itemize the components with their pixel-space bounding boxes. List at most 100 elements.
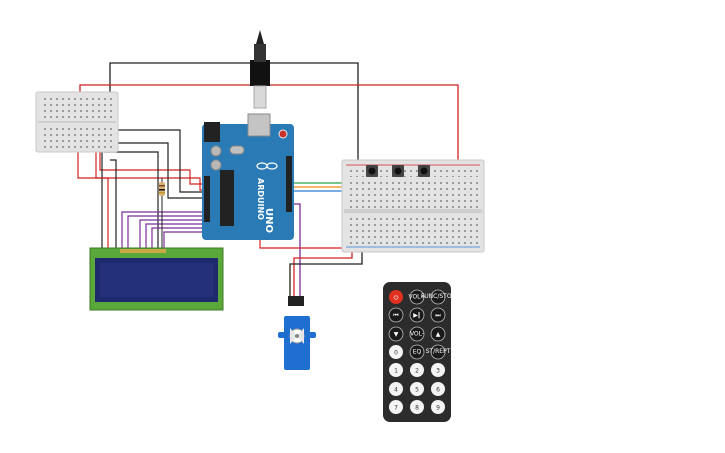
remote-button-2[interactable]: FUNC/STOP — [421, 289, 456, 305]
remote-button-5[interactable]: ⏭ — [430, 307, 446, 323]
wire-red-left-2 — [99, 140, 205, 185]
wire-servo-gnd — [289, 246, 363, 296]
remote-button-12[interactable]: 1 — [389, 363, 403, 377]
remote-button-shape[interactable] — [410, 363, 424, 377]
resistor — [159, 182, 165, 196]
remote-button-shape[interactable] — [410, 382, 424, 396]
remote-button-label: 3 — [436, 368, 440, 375]
wire-black-left — [112, 129, 205, 193]
remote-button-shape[interactable] — [389, 382, 403, 396]
remote-button-3[interactable]: ⏮ — [388, 307, 404, 323]
remote-button-label: 2 — [415, 368, 419, 375]
remote-button-1[interactable]: VOL+ — [408, 289, 426, 305]
remote-button-7[interactable]: VOL- — [409, 326, 425, 342]
remote-button-shape[interactable] — [409, 326, 425, 342]
remote-button-label: ⏮ — [393, 312, 399, 319]
wire-lcd-gnd-2 — [110, 159, 117, 252]
remote-button-15[interactable]: 4 — [389, 382, 403, 396]
remote-button-shape[interactable] — [430, 307, 446, 323]
remote-button-14[interactable]: 3 — [431, 363, 445, 377]
ir-sensor-cable — [250, 30, 270, 109]
remote-button-label: 0 — [394, 350, 398, 357]
power-jack — [204, 122, 220, 142]
servo-motor — [278, 296, 316, 370]
reset-button[interactable] — [278, 129, 288, 139]
remote-button-9[interactable]: 0 — [389, 345, 403, 359]
ir-remote: ⏻ VOL+FUNC/STOP ⏮ ▶‖ ⏭ ▼ VOL- ▲ 0 EQ ST/REPT 1 2 3 4 5 6… — [383, 282, 456, 422]
remote-button-shape[interactable] — [430, 344, 446, 360]
remote-button-8[interactable]: ▲ — [430, 326, 446, 342]
remote-button-shape[interactable] — [389, 290, 403, 304]
mini-breadboard — [35, 91, 119, 153]
remote-button-label: 9 — [436, 405, 440, 412]
remote-button-shape[interactable] — [409, 289, 425, 305]
wire-servo-vcc — [293, 246, 353, 296]
wire-lcd-d3 — [139, 219, 205, 252]
wire-lcd-d1 — [121, 211, 205, 252]
remote-button-shape[interactable] — [431, 400, 445, 414]
wire-5v-bottom — [259, 240, 352, 249]
remote-button-shape[interactable] — [389, 400, 403, 414]
wire-lcd-d5 — [151, 227, 205, 252]
remote-button-11[interactable]: ST/REPT — [426, 344, 451, 360]
push-button-1[interactable] — [366, 165, 378, 177]
remote-button-shape[interactable] — [431, 363, 445, 377]
wire-lcd-vcc — [95, 145, 109, 252]
remote-button-label: 5 — [415, 387, 419, 394]
remote-button-0[interactable]: ⏻ — [389, 290, 403, 304]
remote-button-label: FUNC/STOP — [421, 293, 456, 300]
remote-button-label: 6 — [436, 387, 440, 394]
wire-lcd-d4 — [145, 223, 205, 252]
wire-lcd-d6 — [163, 231, 205, 252]
arduino-logo — [256, 162, 278, 170]
remote-button-17[interactable]: 6 — [431, 382, 445, 396]
remote-button-label: ▶‖ — [413, 312, 421, 319]
remote-button-10[interactable]: EQ — [409, 344, 425, 360]
remote-button-shape[interactable] — [389, 363, 403, 377]
remote-button-shape[interactable] — [388, 326, 404, 342]
remote-button-label: ⏭ — [435, 312, 441, 319]
arduino-model: UNO — [263, 208, 274, 233]
lcd-display — [89, 247, 224, 311]
remote-button-label: 1 — [394, 368, 398, 375]
remote-button-shape[interactable] — [409, 344, 425, 360]
usb-port — [247, 113, 271, 137]
lcd-pins — [120, 249, 166, 253]
remote-button-shape[interactable] — [430, 326, 446, 342]
push-button-2[interactable] — [392, 165, 404, 177]
remote-button-16[interactable]: 5 — [410, 382, 424, 396]
remote-button-shape[interactable] — [409, 307, 425, 323]
arduino-brand: ARDUINO — [256, 178, 265, 220]
remote-button-20[interactable]: 9 — [431, 400, 445, 414]
remote-button-shape[interactable] — [389, 345, 403, 359]
remote-button-label: EQ — [413, 349, 422, 356]
remote-button-shape[interactable] — [388, 307, 404, 323]
arduino-uno: ARDUINO UNO — [202, 113, 294, 240]
wire-black-left-2 — [106, 142, 205, 199]
remote-button-6[interactable]: ▼ — [388, 326, 404, 342]
remote-button-grid: ⏻ VOL+FUNC/STOP ⏮ ▶‖ ⏭ ▼ VOL- ▲ 0 EQ ST/REPT 1 2 3 4 5 6… — [388, 289, 456, 414]
remote-button-shape[interactable] — [410, 400, 424, 414]
remote-button-label: 7 — [394, 405, 398, 412]
remote-button-label: ST/REPT — [426, 348, 451, 355]
remote-button-label: VOL- — [410, 331, 424, 338]
remote-button-label: ⏻ — [394, 295, 399, 302]
breadboard — [341, 159, 485, 253]
microcontroller-chip — [220, 170, 234, 226]
remote-button-18[interactable]: 7 — [389, 400, 403, 414]
remote-button-label: VOL+ — [408, 294, 425, 301]
wire-red-left — [77, 130, 205, 191]
remote-button-shape[interactable] — [431, 382, 445, 396]
remote-button-label: 4 — [394, 387, 398, 394]
push-button-3[interactable] — [418, 165, 430, 177]
remote-button-label: ▼ — [394, 331, 399, 338]
remote-button-label: 8 — [415, 405, 419, 412]
remote-button-13[interactable]: 2 — [410, 363, 424, 377]
remote-button-4[interactable]: ▶‖ — [409, 307, 425, 323]
wire-lcd-d2 — [127, 215, 205, 252]
wire-lcd-pot — [104, 151, 159, 252]
remote-button-shape[interactable] — [430, 289, 446, 305]
remote-button-19[interactable]: 8 — [410, 400, 424, 414]
remote-button-label: ▲ — [436, 331, 441, 338]
